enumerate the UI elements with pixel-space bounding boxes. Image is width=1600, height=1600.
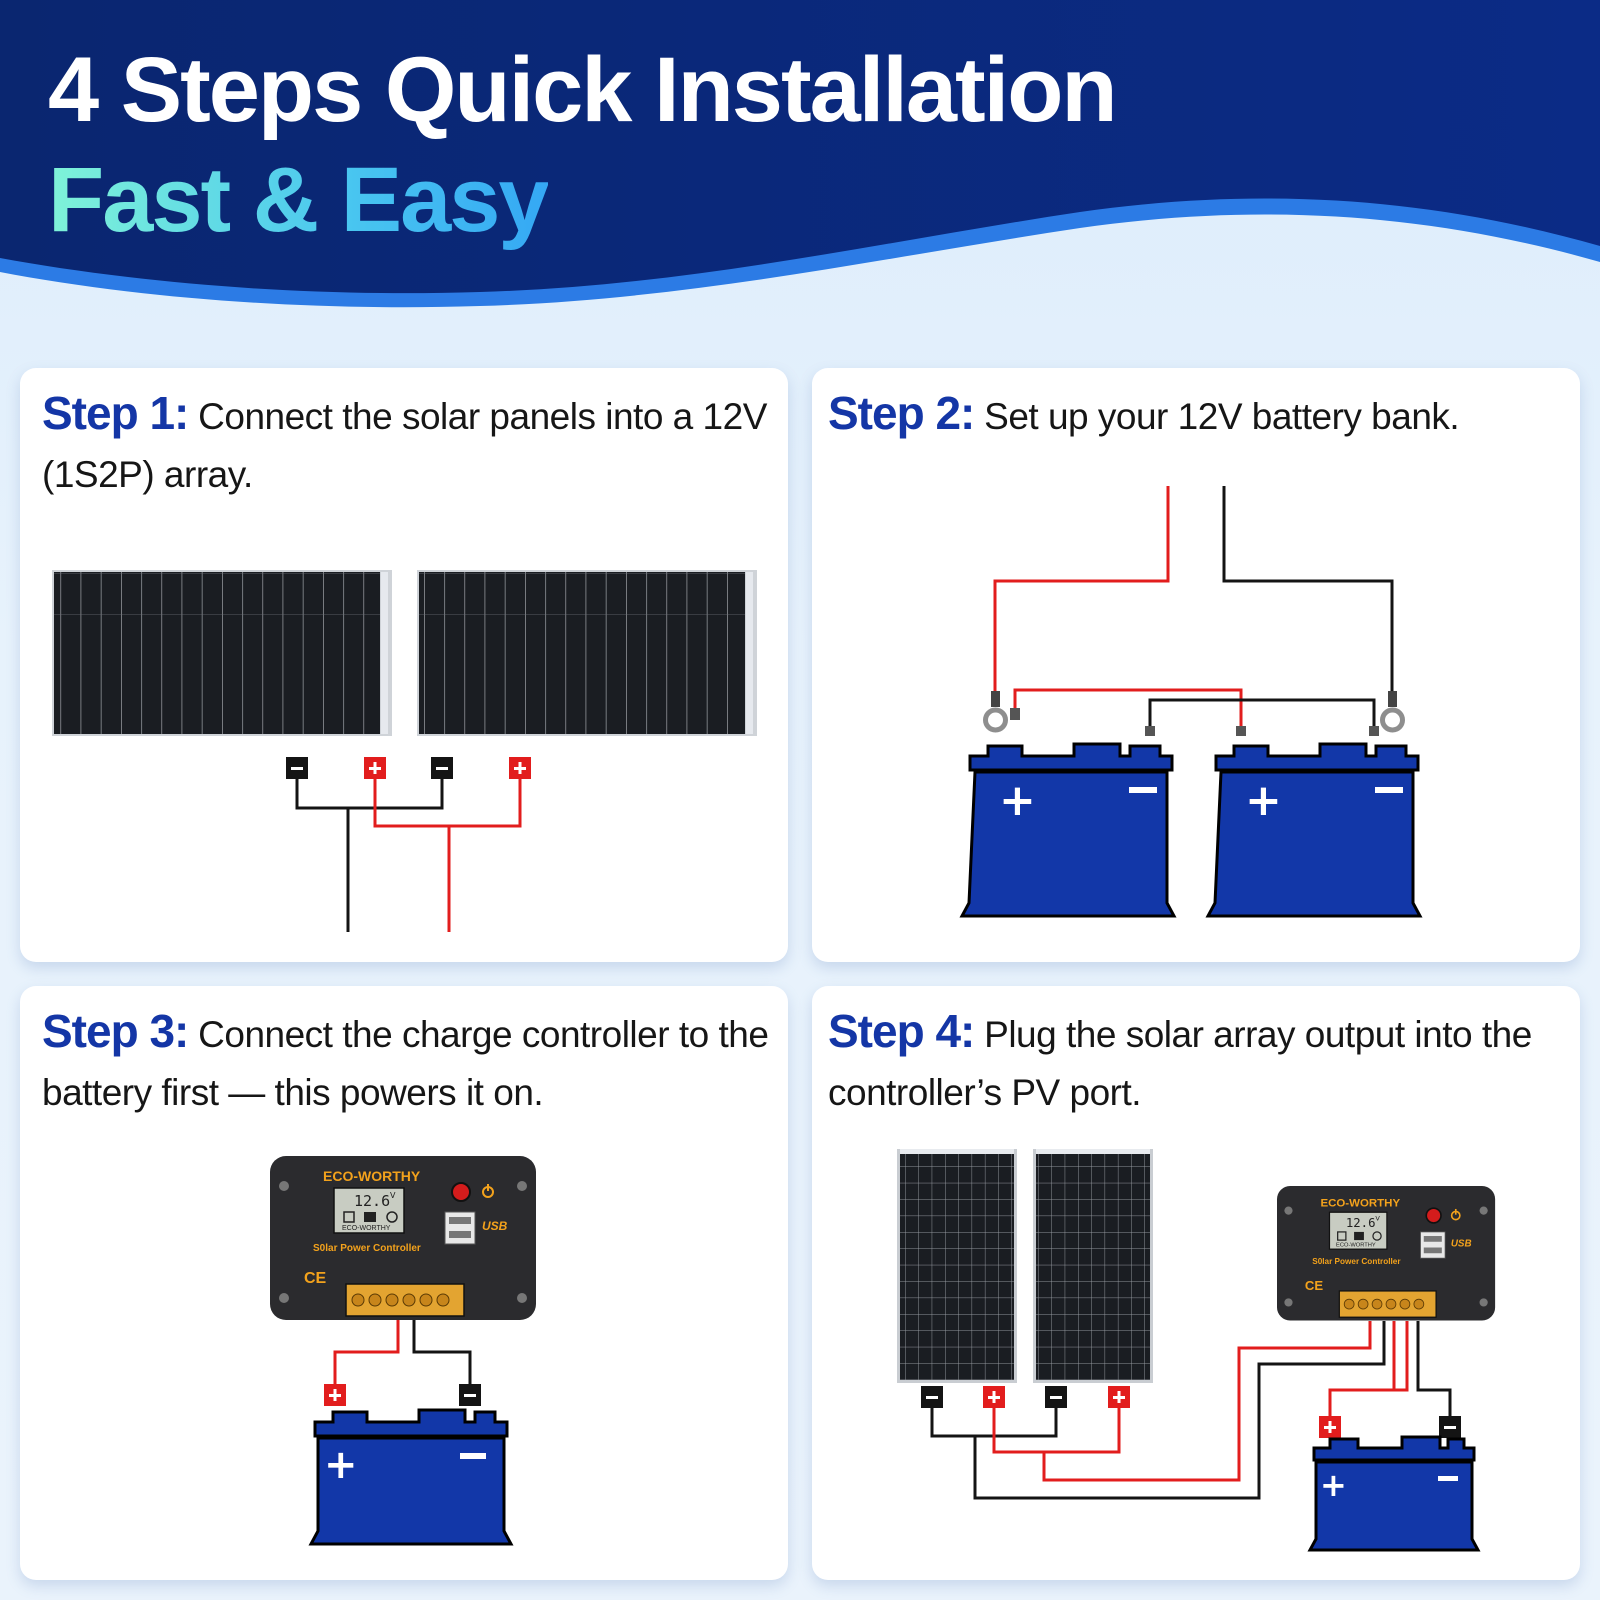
controller-display xyxy=(333,1187,405,1234)
terminal-negative xyxy=(459,1384,481,1406)
battery-icon xyxy=(1337,1231,1347,1241)
controller-brand: ECO-WORTHY xyxy=(1320,1198,1400,1210)
sun-icon xyxy=(1354,1231,1364,1241)
battery-1: + xyxy=(959,742,1177,918)
controller-name: S0lar Power Controller xyxy=(313,1243,421,1254)
controller-display-value: 12.6 xyxy=(354,1192,390,1210)
controller-display-brand: ECO-WORTHY xyxy=(1336,1243,1376,1249)
controller-display-unit: V xyxy=(390,1191,396,1200)
step-4-card: Step 4: Plug the solar array output into… xyxy=(812,986,1580,1580)
bulb-icon xyxy=(386,1211,398,1223)
step-3-card: Step 3: Connect the charge controller to… xyxy=(20,986,788,1580)
terminal-negative-2 xyxy=(431,757,453,779)
solar-panel-2 xyxy=(1033,1149,1153,1383)
sun-icon xyxy=(364,1212,376,1222)
step-3-caption: Step 3: Connect the charge controller to… xyxy=(42,1002,776,1122)
step-4-label: Step 4: xyxy=(828,1005,975,1057)
charge-controller: ECO-WORTHY 12.6 V ECO-WORTHY USB S0lar P… xyxy=(1277,1186,1496,1321)
usb-label: USB xyxy=(1451,1239,1472,1250)
terminal-negative-2 xyxy=(1045,1386,1067,1408)
jumper-lug xyxy=(1145,726,1155,736)
solar-panel-1 xyxy=(52,570,392,736)
battery: + xyxy=(308,1408,514,1546)
controller-display-brand: ECO-WORTHY xyxy=(342,1225,391,1232)
power-button-icon xyxy=(451,1182,471,1202)
controller-display xyxy=(1328,1211,1388,1250)
page-subtitle: Fast & Easy xyxy=(48,149,550,251)
step-2-caption: Step 2: Set up your 12V battery bank. xyxy=(828,384,1568,446)
terminal-positive-2 xyxy=(509,757,531,779)
controller-brand: ECO-WORTHY xyxy=(323,1168,421,1184)
step-1-caption: Step 1: Connect the solar panels into a … xyxy=(42,384,776,504)
terminal-block xyxy=(1338,1290,1437,1318)
controller-display-value: 12.6 xyxy=(1346,1216,1376,1230)
step-2-label: Step 2: xyxy=(828,387,975,439)
terminal-positive-1 xyxy=(983,1386,1005,1408)
battery-plus: + xyxy=(1320,1466,1347,1504)
solar-panel-2 xyxy=(417,570,757,736)
power-symbol-icon xyxy=(1450,1208,1461,1221)
jumper-lug xyxy=(1010,708,1020,720)
battery-plus: + xyxy=(324,1442,358,1488)
solar-panel-1 xyxy=(897,1149,1017,1383)
controller-name: S0lar Power Controller xyxy=(1312,1257,1401,1266)
battery-icon xyxy=(343,1211,355,1223)
terminal-negative-1 xyxy=(921,1386,943,1408)
power-button-icon xyxy=(1425,1207,1442,1224)
battery-1-plus: + xyxy=(999,775,1036,826)
ring-terminal-negative xyxy=(1380,691,1405,733)
page-title: 4 Steps Quick Installation xyxy=(48,39,1118,141)
step-2-illustration: + + xyxy=(959,486,1423,918)
step-4-caption: Step 4: Plug the solar array output into… xyxy=(828,1002,1568,1122)
charge-controller: ECO-WORTHY 12.6 V ECO-WORTHY USB S0lar P… xyxy=(270,1156,536,1320)
step-2-text: Set up your 12V battery bank. xyxy=(974,396,1460,437)
jumper-lug xyxy=(1236,726,1246,736)
terminal-positive-1 xyxy=(364,757,386,779)
step-1-illustration xyxy=(52,570,757,932)
jumper-lug xyxy=(1369,726,1379,736)
usb-label: USB xyxy=(482,1219,508,1233)
battery-2: + xyxy=(1205,742,1423,918)
step-1-card: Step 1: Connect the solar panels into a … xyxy=(20,368,788,962)
step-3-text: Connect the charge controller to the bat… xyxy=(42,1014,769,1113)
terminal-positive xyxy=(324,1384,346,1406)
battery-2-plus: + xyxy=(1245,775,1282,826)
ce-mark: CE xyxy=(304,1270,327,1287)
power-symbol-icon xyxy=(482,1184,494,1198)
battery-terminal-positive xyxy=(1319,1416,1341,1438)
ring-terminal-positive xyxy=(983,691,1008,733)
step-3-label: Step 3: xyxy=(42,1005,189,1057)
controller-display-unit: V xyxy=(1375,1214,1380,1222)
step-4-text: Plug the solar array output into the con… xyxy=(828,1014,1532,1113)
terminal-positive-2 xyxy=(1108,1386,1130,1408)
step-2-card: Step 2: Set up your 12V battery bank. + xyxy=(812,368,1580,962)
terminal-block xyxy=(345,1283,465,1317)
terminal-negative-1 xyxy=(286,757,308,779)
step-4-illustration: ECO-WORTHY 12.6 V ECO-WORTHY USB S0lar P… xyxy=(897,1149,1496,1552)
battery: + xyxy=(1307,1435,1481,1552)
step-1-text: Connect the solar panels into a 12V (1S2… xyxy=(42,396,767,495)
step-3-illustration: ECO-WORTHY 12.6 V ECO-WORTHY USB S0lar P… xyxy=(270,1156,536,1546)
usb-ports-icon xyxy=(444,1211,476,1245)
battery-terminal-negative xyxy=(1439,1416,1461,1438)
step-1-label: Step 1: xyxy=(42,387,189,439)
bulb-icon xyxy=(1372,1231,1382,1241)
ce-mark: CE xyxy=(1305,1278,1323,1293)
header-banner xyxy=(0,0,1600,308)
usb-ports-icon xyxy=(1420,1231,1446,1259)
